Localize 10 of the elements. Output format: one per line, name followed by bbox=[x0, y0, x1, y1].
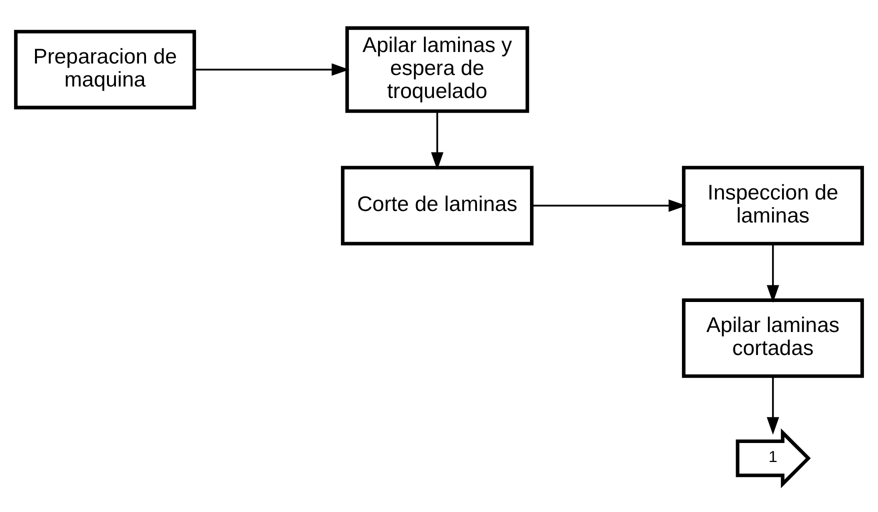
node-box: Apilar laminas y espera de troquelado bbox=[345, 26, 530, 113]
node-box: Inspeccion de laminas bbox=[682, 166, 864, 246]
arrow bbox=[431, 111, 444, 170]
arrow bbox=[766, 376, 780, 435]
arrow bbox=[532, 199, 686, 212]
node-box: Corte de laminas bbox=[340, 166, 534, 246]
node-box: Apilar laminas cortadas bbox=[682, 298, 864, 378]
node-box: Preparacion de maquina bbox=[14, 30, 196, 110]
arrow bbox=[766, 244, 780, 303]
arrow bbox=[194, 63, 350, 76]
